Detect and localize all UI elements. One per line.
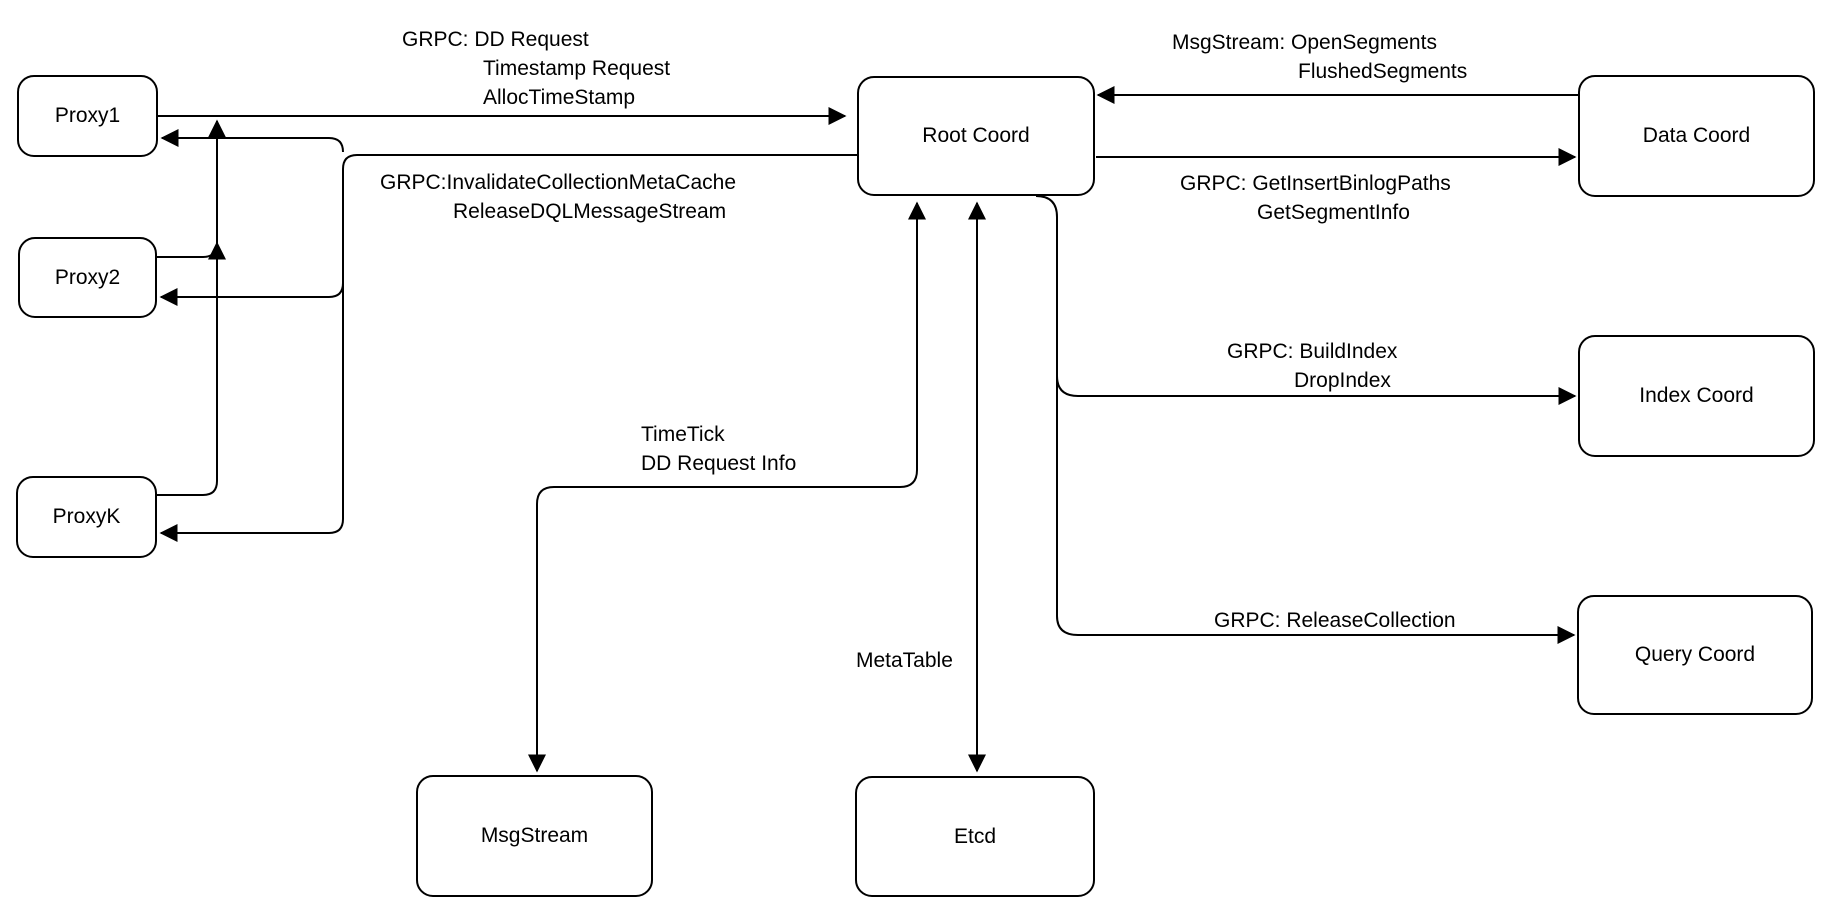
- node-query-coord: Query Coord: [1577, 595, 1813, 715]
- edge-trunk-to-proxy1: [160, 129, 344, 153]
- edge-proxy2-join-trunk: [157, 241, 226, 260]
- edge-rootcoord-to-proxies-trunk: [159, 154, 857, 542]
- node-proxyk: ProxyK: [16, 476, 157, 558]
- edge-trunk-to-proxy2: [159, 282, 344, 306]
- node-index-coord: Index Coord: [1578, 335, 1815, 457]
- label-grpc-getinsertbinlogpaths: GRPC: GetInsertBinlogPaths GetSegmentInf…: [1180, 172, 1451, 224]
- node-msgstream: MsgStream: [416, 775, 653, 897]
- label-grpc-dd-request: GRPC: DD Request Timestamp Request Alloc…: [402, 28, 671, 109]
- label-grpc-buildindex: GRPC: BuildIndex DropIndex: [1227, 340, 1398, 392]
- edge-rootcoord-to-querycoord: [1035, 195, 1576, 644]
- node-proxy1: Proxy1: [17, 75, 158, 157]
- label-metatable: MetaTable: [856, 649, 953, 672]
- edge-proxyk-trunk-up: [157, 119, 226, 496]
- edge-rootcoord-msgstream: [528, 201, 926, 773]
- label-msgstream-opensegments: MsgStream: OpenSegments FlushedSegments: [1172, 31, 1468, 83]
- edge-rootcoord-to-indexcoord: [1056, 375, 1577, 405]
- label-grpc-releasecollection: GRPC: ReleaseCollection: [1214, 609, 1456, 632]
- label-grpc-invalidate: GRPC:InvalidateCollectionMetaCache Relea…: [380, 171, 737, 223]
- label-timetick: TimeTick DD Request Info: [641, 423, 797, 475]
- node-etcd: Etcd: [855, 776, 1095, 897]
- node-data-coord: Data Coord: [1578, 75, 1815, 197]
- node-root-coord: Root Coord: [857, 76, 1095, 196]
- node-proxy2: Proxy2: [18, 237, 157, 318]
